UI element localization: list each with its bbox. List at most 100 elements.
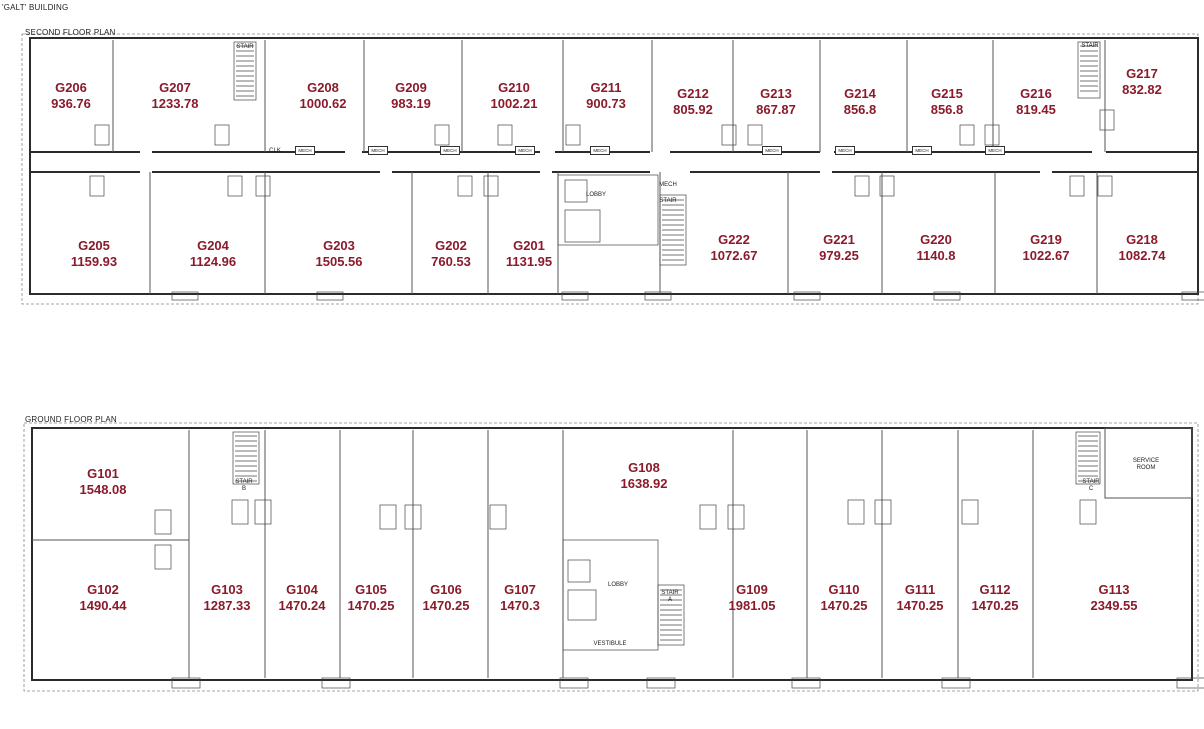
mech-room-tag: MECH: [368, 146, 388, 155]
building-title: 'GALT' BUILDING: [2, 3, 69, 12]
room-g206-number: G206: [55, 80, 87, 95]
restroom-fixture: [89, 175, 105, 197]
restroom-fixture: [747, 124, 763, 146]
restroom-fixture: [1079, 499, 1097, 525]
restroom-fixture: [379, 504, 397, 530]
room-g215-area: 856.8: [930, 102, 964, 117]
elevator: [564, 179, 588, 203]
room-g103-number: G103: [211, 582, 243, 597]
room-g220-area: 1140.8: [916, 248, 956, 263]
second-floor-exterior-wall: [29, 37, 1199, 295]
restroom-fixture: [699, 504, 717, 530]
ground-floor-outline: [23, 422, 1199, 692]
room-g216-number: G216: [1020, 86, 1052, 101]
room-g221-number: G221: [823, 232, 855, 247]
room-g110-area: 1470.25: [820, 598, 868, 613]
room-g209-number: G209: [395, 80, 427, 95]
room-g113-number: G113: [1098, 582, 1130, 597]
stair-tag: STAIR: [236, 44, 254, 50]
room-g206-area: 936.76: [51, 96, 91, 111]
room-g102-number: G102: [87, 582, 119, 597]
restroom-fixture: [854, 175, 870, 197]
restroom-fixture: [457, 175, 473, 197]
window: [321, 677, 351, 689]
room-g205-area: 1159.93: [70, 254, 118, 269]
mech-room-tag: MECH: [912, 146, 932, 155]
room-g107-area: 1470.3: [500, 598, 540, 613]
room-g221-area: 979.25: [819, 248, 859, 263]
window: [316, 291, 344, 301]
room-g106-number: G106: [430, 582, 462, 597]
restroom-fixture: [434, 124, 450, 146]
mech-room-tag: MECH: [762, 146, 782, 155]
stair-well: [659, 194, 687, 266]
room-g101-area: 1548.08: [79, 482, 127, 497]
room-g213-area: 867.87: [756, 102, 796, 117]
room-g217-number: G217: [1126, 66, 1158, 81]
restroom-fixture: [154, 509, 172, 535]
room-g113-area: 2349.55: [1090, 598, 1138, 613]
room-g217-area: 832.82: [1122, 82, 1162, 97]
restroom-fixture: [214, 124, 230, 146]
room-g204-area: 1124.96: [189, 254, 237, 269]
stair-well: [1075, 431, 1101, 485]
room-g112-number: G112: [979, 582, 1011, 597]
restroom-fixture: [227, 175, 243, 197]
room-g208-area: 1000.62: [299, 96, 347, 111]
room-g202-area: 760.53: [431, 254, 471, 269]
restroom-fixture: [404, 504, 422, 530]
restroom-fixture: [727, 504, 745, 530]
room-g104-number: G104: [286, 582, 318, 597]
stair-well: [657, 584, 685, 646]
restroom-fixture: [154, 544, 172, 570]
restroom-fixture: [565, 124, 581, 146]
room-g202-number: G202: [435, 238, 467, 253]
restroom-fixture: [961, 499, 979, 525]
mech-room-tag: MECH: [590, 146, 610, 155]
room-g110-number: G110: [828, 582, 860, 597]
ground-floor-exterior-wall: [31, 427, 1193, 681]
room-g108-area: 1638.92: [620, 476, 668, 491]
window: [561, 291, 589, 301]
restroom-fixture: [984, 124, 1000, 146]
room-g105-number: G105: [355, 582, 387, 597]
restroom-core: [567, 589, 597, 621]
room-g212-number: G212: [677, 86, 709, 101]
room-g210-area: 1002.21: [490, 96, 538, 111]
window: [933, 291, 961, 301]
room-g210-number: G210: [498, 80, 530, 95]
room-g203-number: G203: [323, 238, 355, 253]
room-g106-area: 1470.25: [422, 598, 470, 613]
room-g214-number: G214: [844, 86, 876, 101]
restroom-core: [564, 209, 601, 243]
mech-room-tag: MECH: [835, 146, 855, 155]
window: [1176, 677, 1204, 689]
restroom-fixture: [1069, 175, 1085, 197]
window: [791, 677, 821, 689]
room-g101-number: G101: [87, 466, 119, 481]
room-g207-area: 1233.78: [151, 96, 199, 111]
mech-room-tag: MECH: [515, 146, 535, 155]
restroom-fixture: [489, 504, 507, 530]
restroom-fixture: [874, 499, 892, 525]
room-g102-area: 1490.44: [79, 598, 127, 613]
room-g216-area: 819.45: [1016, 102, 1056, 117]
room-g109-area: 1981.05: [728, 598, 776, 613]
restroom-fixture: [254, 499, 272, 525]
room-g112-area: 1470.25: [971, 598, 1019, 613]
room-g211-area: 900.73: [586, 96, 626, 111]
room-g204-number: G204: [197, 238, 229, 253]
room-g212-area: 805.92: [673, 102, 713, 117]
room-g219-area: 1022.67: [1022, 248, 1070, 263]
room-g111-area: 1470.25: [896, 598, 944, 613]
room-g211-number: G211: [590, 80, 622, 95]
room-g108-number: G108: [628, 460, 660, 475]
room-g222-area: 1072.67: [710, 248, 758, 263]
room-g111-number: G111: [904, 582, 936, 597]
service-room: [1104, 427, 1193, 499]
mech-room-tag: MECH: [985, 146, 1005, 155]
room-g220-number: G220: [920, 232, 952, 247]
